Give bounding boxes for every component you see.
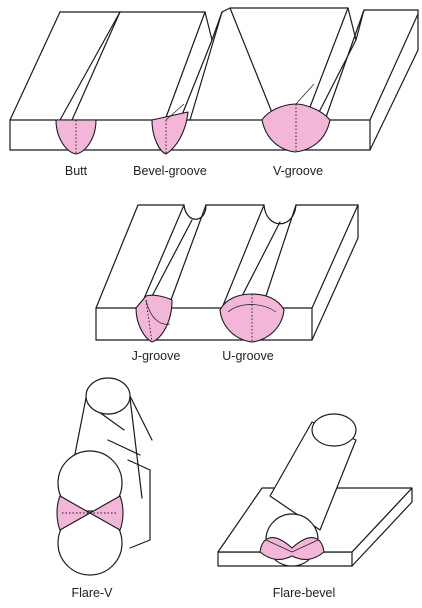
j-groove-weld [136,295,172,342]
flare-v-label: Flare-V [72,586,114,600]
bevel-groove-label: Bevel-groove [133,164,207,178]
u-groove-weld [220,294,284,342]
flare-bevel-label: Flare-bevel [273,586,336,600]
butt-weld [56,120,96,154]
j-groove-label: J-groove [132,349,181,363]
bevel-groove-weld [152,104,188,154]
butt-label: Butt [65,164,88,178]
v-groove-label: V-groove [273,164,323,178]
v-groove-weld [262,84,330,152]
u-groove-label: U-groove [222,349,273,363]
flare-v-assembly [58,378,152,575]
